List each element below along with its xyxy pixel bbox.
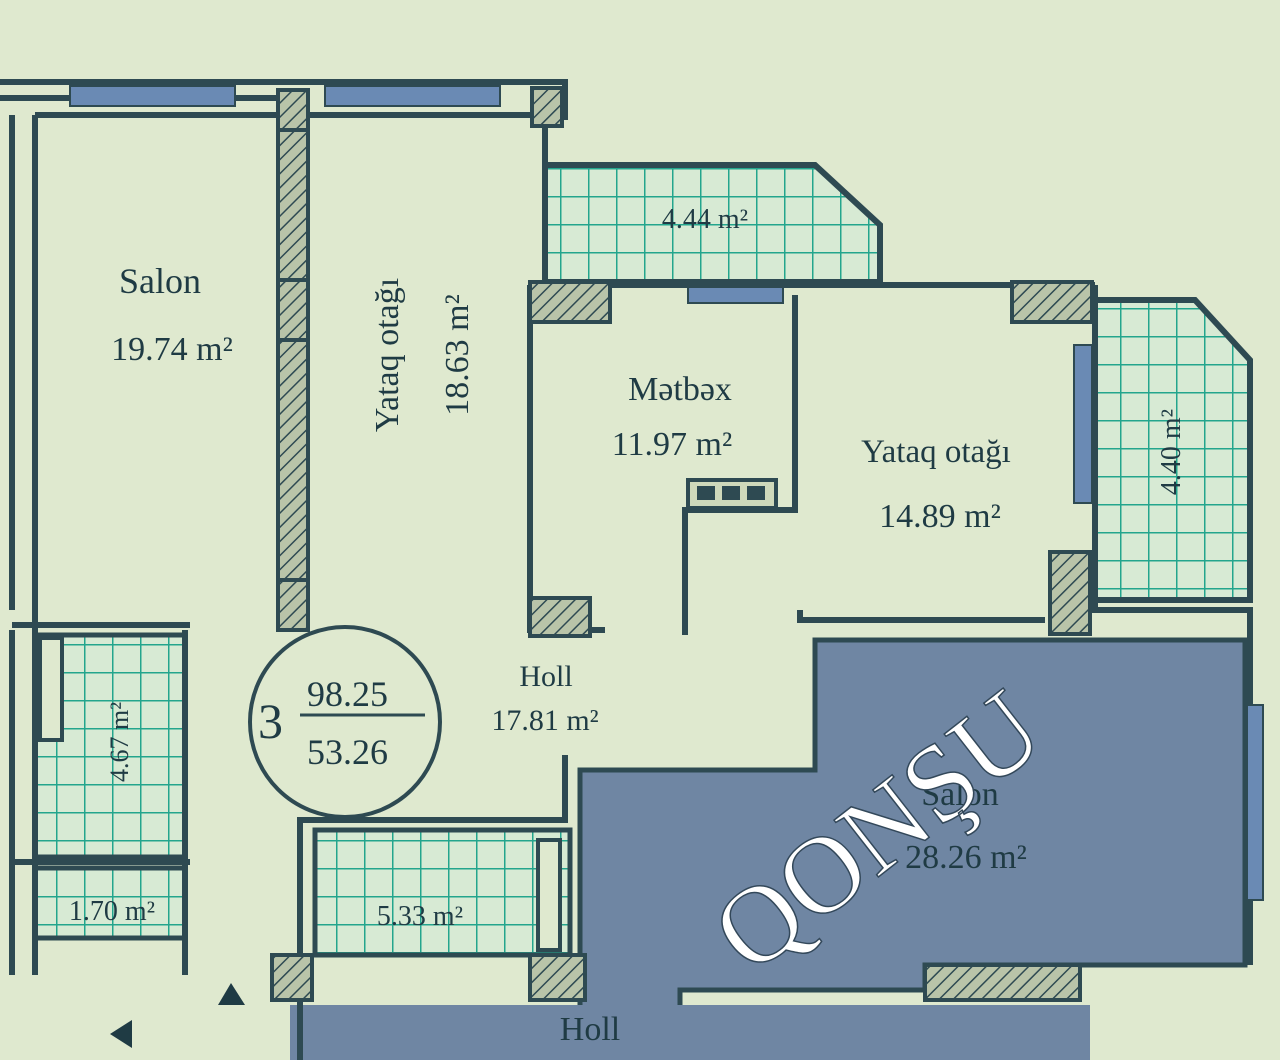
bathtub-2-icon <box>536 838 562 952</box>
bathroom-2 <box>312 827 573 958</box>
wc-area: 1.70 m² <box>69 896 155 927</box>
balcony-top-area: 4.44 m² <box>662 204 748 235</box>
apartment-living-area: 53.26 <box>307 732 388 772</box>
stove-icon <box>686 478 778 510</box>
structural-columns <box>270 86 1094 1002</box>
bedroom-1-area: 18.63 m² <box>439 294 476 416</box>
apartment-info-circle <box>248 625 442 819</box>
salon-left-area: 19.74 m² <box>111 331 233 368</box>
bedroom-2-name: Yataq otağı <box>861 434 1011 470</box>
neighbor-salon-area: 28.26 m² <box>905 839 1027 876</box>
arrow-up-icon <box>218 983 245 1005</box>
kitchen-name: Mətbəx <box>628 371 732 408</box>
hall-name: Holl <box>519 660 572 693</box>
windows <box>69 85 1264 901</box>
bedroom-1-name: Yataq otağı <box>369 278 406 432</box>
arrow-left-icon <box>110 1020 132 1048</box>
neighbor-salon-name: Salon <box>921 776 998 813</box>
balcony-right-area: 4.40 m² <box>1156 409 1187 495</box>
bathtub-icon <box>38 636 64 742</box>
neighbor-hall-name: Holl <box>560 1011 620 1048</box>
apartment-room-count: 3 <box>258 693 283 749</box>
salon-left-name: Salon <box>119 261 201 301</box>
bedroom-2-area: 14.89 m² <box>879 498 1001 535</box>
apartment-total-area: 98.25 <box>307 674 388 714</box>
kitchen-area: 11.97 m² <box>612 426 732 463</box>
hall-area: 17.81 m² <box>491 704 598 737</box>
bathroom-2-area: 5.33 m² <box>377 901 463 932</box>
neighbor-area <box>577 637 1248 1060</box>
neighbor-hall-area <box>290 1005 1090 1060</box>
bathroom-area: 4.67 m² <box>105 702 134 782</box>
balcony-top <box>542 162 883 285</box>
